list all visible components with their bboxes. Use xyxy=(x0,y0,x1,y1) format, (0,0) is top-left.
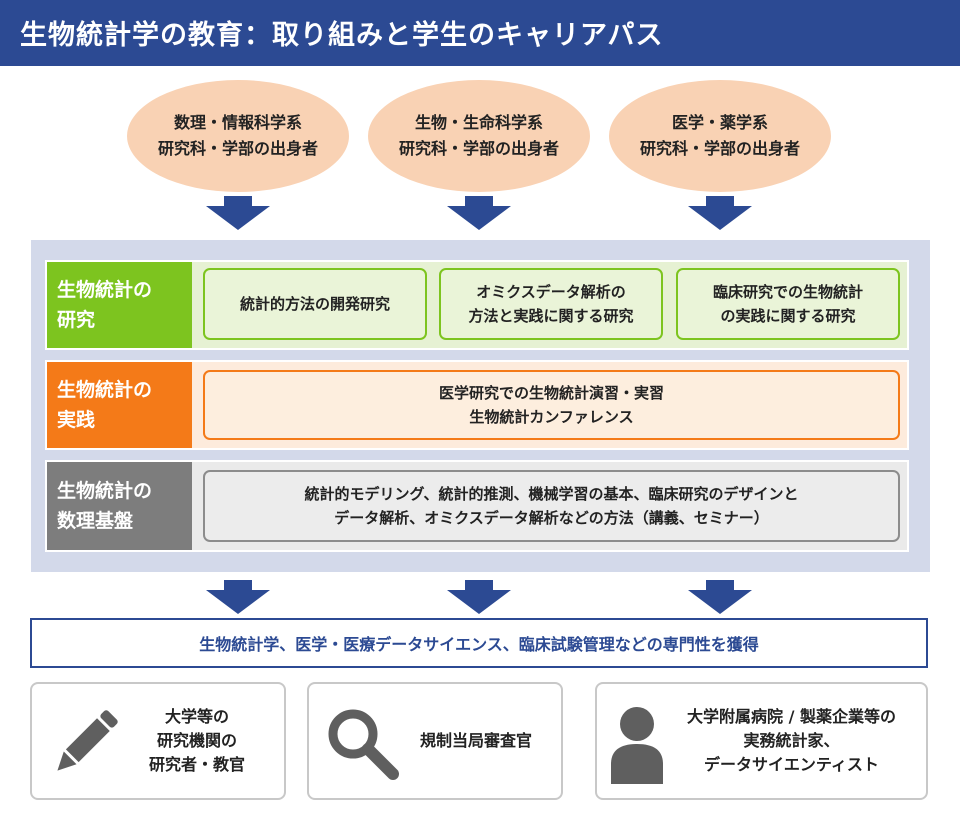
item-line: 医学研究での生物統計演習・実習 xyxy=(438,384,664,402)
research-label: 生物統計の 研究 xyxy=(47,262,192,348)
origin-line: 研究科・学部の出身者 xyxy=(639,139,800,158)
down-arrow-icon xyxy=(447,196,511,230)
item-line: 方法と実践に関する研究 xyxy=(468,307,634,325)
down-arrow-icon xyxy=(688,196,752,230)
title-bar: 生物統計学の教育：取り組みと学生のキャリアパス xyxy=(0,0,960,66)
practice-label: 生物統計の 実践 xyxy=(47,362,192,448)
foundation-body: 統計的モデリング、統計的推測、機械学習の基本、臨床研究のデザインと データ解析、… xyxy=(192,462,907,550)
expertise-text: 生物統計学、医学・医療データサイエンス、臨床試験管理などの専門性を獲得 xyxy=(199,635,759,654)
research-row: 生物統計の 研究 統計的方法の開発研究 オミクスデータ解析の 方法と実践に関する… xyxy=(45,260,909,350)
origin-med-pharm: 医学・薬学系 研究科・学部の出身者 xyxy=(609,80,831,192)
item-line: 臨床研究での生物統計 xyxy=(712,283,863,301)
research-item: 臨床研究での生物統計 の実践に関する研究 xyxy=(676,268,900,340)
label-line: 実践 xyxy=(57,409,96,431)
career-text: 大学附属病院 / 製薬企業等の 実務統計家、 データサイエンティスト xyxy=(661,684,922,798)
career-line: 研究者・教官 xyxy=(148,755,245,774)
practice-item: 医学研究での生物統計演習・実習 生物統計カンファレンス xyxy=(203,370,900,440)
foundation-item: 統計的モデリング、統計的推測、機械学習の基本、臨床研究のデザインと データ解析、… xyxy=(203,470,900,542)
origin-line: 研究科・学部の出身者 xyxy=(157,139,318,158)
career-line: 大学等の xyxy=(164,707,229,726)
down-arrow-icon xyxy=(688,580,752,614)
research-item: 統計的方法の開発研究 xyxy=(203,268,427,340)
magnifier-icon xyxy=(328,709,399,780)
label-line: 生物統計の xyxy=(57,379,153,401)
origin-math-info: 数理・情報科学系 研究科・学部の出身者 xyxy=(127,80,349,192)
item-line: 統計的モデリング、統計的推測、機械学習の基本、臨床研究のデザインと xyxy=(304,485,799,503)
label-line: 研究 xyxy=(57,309,96,331)
career-line: 規制当局審査官 xyxy=(419,731,532,750)
item-line: 統計的方法の開発研究 xyxy=(239,295,390,313)
down-arrow-icon xyxy=(206,580,270,614)
item-line: 生物統計カンファレンス xyxy=(469,408,634,426)
foundation-row: 生物統計の 数理基盤 統計的モデリング、統計的推測、機械学習の基本、臨床研究のデ… xyxy=(45,460,909,552)
career-text: 規制当局審査官 xyxy=(399,684,553,798)
down-arrow-icon xyxy=(447,580,511,614)
career-text: 大学等の 研究機関の 研究者・教官 xyxy=(120,684,274,798)
career-card-researcher: 大学等の 研究機関の 研究者・教官 xyxy=(30,682,286,800)
career-line: データサイエンティスト xyxy=(704,755,879,774)
label-line: 生物統計の xyxy=(57,480,153,502)
pencil-icon xyxy=(57,710,118,771)
expertise-banner: 生物統計学、医学・医療データサイエンス、臨床試験管理などの専門性を獲得 xyxy=(30,618,928,668)
origin-line: 医学・薬学系 xyxy=(671,113,768,132)
practice-body: 医学研究での生物統計演習・実習 生物統計カンファレンス xyxy=(192,362,907,448)
down-arrow-icon xyxy=(206,196,270,230)
origin-line: 生物・生命科学系 xyxy=(414,113,543,132)
career-line: 研究機関の xyxy=(156,731,237,750)
origin-bio-life: 生物・生命科学系 研究科・学部の出身者 xyxy=(368,80,590,192)
origin-line: 数理・情報科学系 xyxy=(173,113,302,132)
label-line: 生物統計の xyxy=(57,279,153,301)
person-icon xyxy=(611,707,663,784)
research-item: オミクスデータ解析の 方法と実践に関する研究 xyxy=(439,268,663,340)
career-line: 実務統計家、 xyxy=(743,731,840,750)
item-line: オミクスデータ解析の xyxy=(476,283,626,301)
research-body: 統計的方法の開発研究 オミクスデータ解析の 方法と実践に関する研究 臨床研究での… xyxy=(192,262,907,348)
item-line: の実践に関する研究 xyxy=(720,307,856,325)
foundation-label: 生物統計の 数理基盤 xyxy=(47,462,192,550)
career-card-statistician: 大学附属病院 / 製薬企業等の 実務統計家、 データサイエンティスト xyxy=(595,682,928,800)
career-line: 大学附属病院 / 製薬企業等の xyxy=(687,707,896,726)
page-title: 生物統計学の教育：取り組みと学生のキャリアパス xyxy=(20,20,664,51)
career-card-regulator: 規制当局審査官 xyxy=(307,682,563,800)
label-line: 数理基盤 xyxy=(57,510,134,532)
item-line: データ解析、オミクスデータ解析などの方法（講義、セミナー） xyxy=(334,509,769,527)
practice-row: 生物統計の 実践 医学研究での生物統計演習・実習 生物統計カンファレンス xyxy=(45,360,909,450)
origin-line: 研究科・学部の出身者 xyxy=(398,139,559,158)
